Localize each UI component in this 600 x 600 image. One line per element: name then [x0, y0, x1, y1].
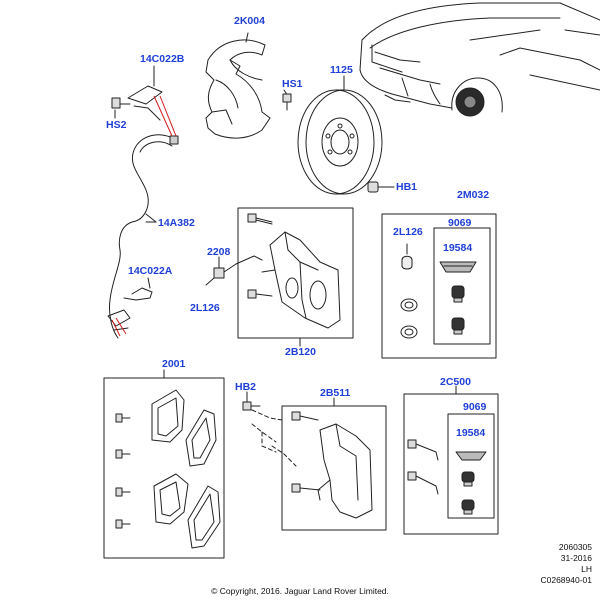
grease-sachet-a	[439, 261, 477, 273]
bracket-bolts	[291, 411, 321, 493]
caliper-box	[237, 207, 354, 339]
label-9069-kit[interactable]: 9069	[448, 217, 472, 229]
grease-kit-box	[433, 227, 491, 345]
label-HB1[interactable]: HB1	[396, 181, 418, 193]
bleed-cap	[401, 243, 413, 270]
screw-hb1	[367, 181, 395, 193]
copyright-notice: © Copyright, 2016. Jaguar Land Rover Lim…	[211, 586, 389, 596]
caliper-bolt-upper	[247, 213, 273, 225]
grease-sachet-b	[455, 451, 487, 461]
piston-seal-a	[400, 298, 418, 339]
label-2L126-screw[interactable]: 2L126	[190, 302, 220, 314]
caliper-bracket	[317, 423, 373, 519]
label-2B511[interactable]: 2B511	[320, 387, 351, 399]
label-HB2[interactable]: HB2	[235, 381, 257, 393]
guide-grease-box	[447, 413, 495, 519]
dust-shield	[205, 39, 271, 139]
ref-number: 2060305	[558, 542, 592, 552]
label-2C500[interactable]: 2C500	[440, 376, 471, 388]
label-2B120[interactable]: 2B120	[285, 346, 316, 358]
guide-pins	[407, 439, 439, 495]
label-19584-kit[interactable]: 19584	[443, 242, 473, 254]
label-HS2[interactable]: HS2	[106, 119, 127, 131]
label-14C022B[interactable]: 14C022B	[140, 53, 185, 65]
guide-boots-a	[451, 285, 465, 335]
label-14A382[interactable]: 14A382	[158, 217, 195, 229]
label-19584-pins[interactable]: 19584	[456, 427, 486, 439]
guide-pin-box	[403, 393, 499, 535]
label-14C022A[interactable]: 14C022A	[128, 265, 173, 277]
ref-side: LH	[581, 564, 592, 574]
brake-pads	[151, 389, 221, 549]
ref-code: C0268940-01	[540, 575, 592, 585]
pad-clips	[115, 413, 131, 529]
ref-date: 31-2016	[560, 553, 592, 563]
bolt-hs1	[282, 93, 292, 111]
vehicle-sketch	[359, 2, 600, 117]
label-2L126-cap[interactable]: 2L126	[393, 226, 423, 238]
brake-disc	[297, 89, 383, 195]
label-1125[interactable]: 1125	[330, 64, 353, 76]
brake-caliper	[261, 231, 341, 329]
label-HS1[interactable]: HS1	[282, 78, 303, 90]
drawing-reference: 2060305 31-2016 LH C0268940-01	[540, 542, 592, 586]
bolt-hb2	[242, 401, 261, 411]
label-2M032[interactable]: 2M032	[457, 189, 490, 201]
guide-boots-b	[461, 471, 475, 515]
abs-sensor-cable	[107, 85, 179, 339]
caliper-bolt-lower	[247, 289, 273, 299]
label-2K004[interactable]: 2K004	[234, 15, 265, 27]
label-2208[interactable]: 2208	[207, 246, 231, 258]
seal-kit-box	[381, 213, 497, 359]
label-9069-pins[interactable]: 9069	[463, 401, 487, 413]
label-2001[interactable]: 2001	[162, 358, 186, 370]
